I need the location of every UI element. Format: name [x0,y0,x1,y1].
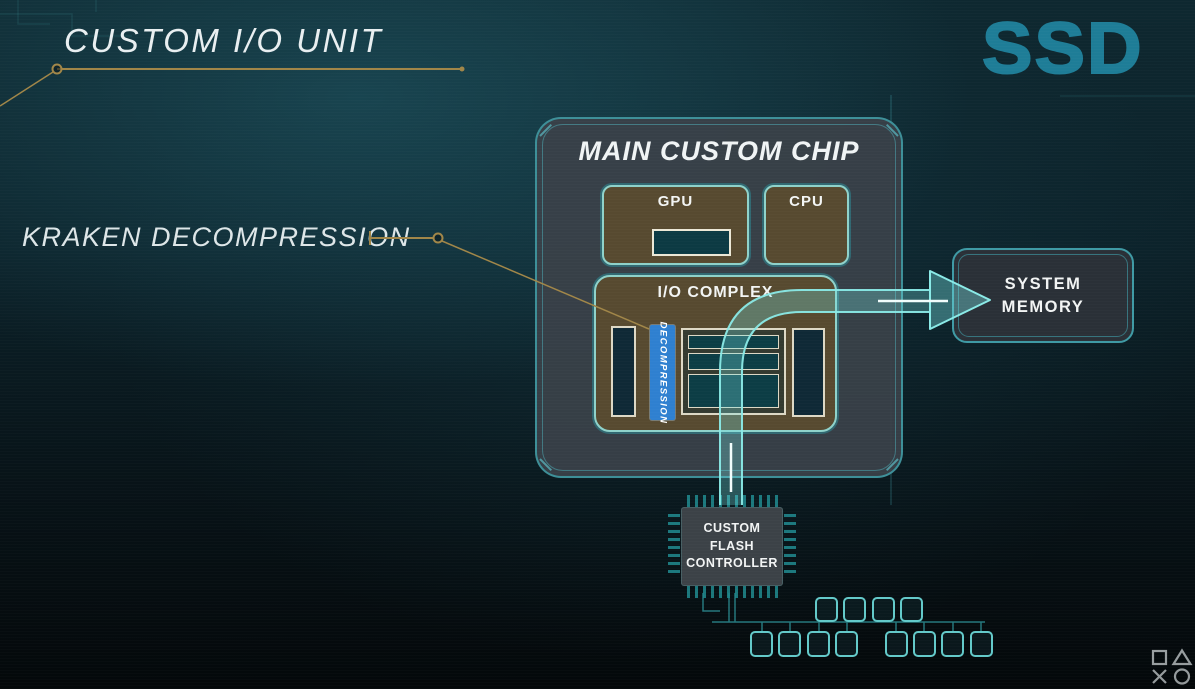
ssd-heading: SSD [981,9,1144,89]
flash-chip [871,597,895,622]
decompression-block: DECOMPRESSION [650,321,675,424]
flash-controller-label-line3: CONTROLLER [686,556,778,571]
flash-chip [969,631,993,657]
flash-chip [900,597,924,622]
circle-icon [1173,668,1191,685]
flash-controller-label-line2: FLASH [709,538,755,553]
controller-pins-right [784,514,796,578]
flash-chip [806,631,830,657]
flash-chip [941,631,965,657]
io-complex-label: I/O COMPLEX [657,284,774,301]
controller-pins-left [668,514,680,578]
flash-controller-label-line1: CUSTOM [703,521,761,536]
flash-chip [912,631,936,657]
system-memory-box: SYSTEM MEMORY [952,248,1134,343]
io-sub-unit [688,353,779,370]
flash-chip-row-bottom [750,631,993,657]
square-icon [1151,649,1168,666]
flash-chip [843,597,867,622]
custom-flash-controller-box: CUSTOM FLASH CONTROLLER [681,507,783,586]
title-callout-line [0,63,465,107]
cross-icon [1152,669,1167,684]
controller-pins-top [687,495,778,507]
io-unit-left [611,326,636,417]
gpu-inner-unit [652,229,731,256]
playstation-buttons-icon [1151,648,1193,685]
flash-chip-row-top [815,597,924,622]
main-custom-chip-box: MAIN CUSTOM CHIP GPU CPU I/O COMPLEX DEC… [535,117,903,478]
chip-corner-notch [885,458,899,472]
chip-title: MAIN CUSTOM CHIP [578,136,860,166]
kraken-decompression-label: KRAKEN DECOMPRESSION [22,222,411,252]
flash-chip [884,631,908,657]
triangle-icon [1171,648,1193,666]
gpu-block: GPU [602,185,749,265]
system-memory-label-line2: MEMORY [1001,297,1085,316]
chip-corner-notch [539,458,553,472]
gpu-label: GPU [657,193,694,210]
cpu-label: CPU [789,193,824,210]
io-sub-unit [688,374,779,408]
io-unit-right [792,328,825,417]
io-unit-middle [681,328,786,415]
flash-chip [750,631,773,657]
chip-corner-notch [885,123,899,137]
flash-chip [815,597,838,622]
chip-corner-notch [539,123,553,137]
page-title: CUSTOM I/O UNIT [64,22,384,59]
cpu-block: CPU [764,185,849,265]
system-memory-label-line1: SYSTEM [1004,275,1082,294]
flash-chip [778,631,802,657]
flash-chip [835,631,859,657]
io-sub-unit [688,335,779,349]
io-complex-block: I/O COMPLEX DECOMPRESSION [594,275,837,432]
decompression-label: DECOMPRESSION [657,321,668,424]
controller-pins-bottom [687,586,778,598]
